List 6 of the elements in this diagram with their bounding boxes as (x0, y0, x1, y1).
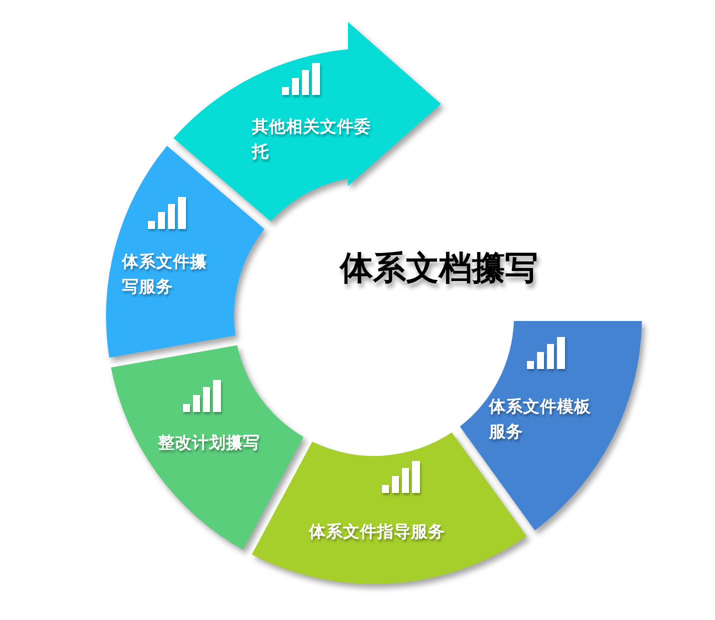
step-label: 体系文件攥写服务 (122, 251, 208, 298)
title: 体系文档攥写 (340, 248, 538, 288)
step-label: 体系文件模板服务 (489, 396, 592, 443)
step-label: 体系文件指导服务 (309, 521, 445, 543)
step-label: 其他相关文件委托 (252, 116, 372, 163)
step-label: 整改计划攥写 (158, 432, 260, 454)
